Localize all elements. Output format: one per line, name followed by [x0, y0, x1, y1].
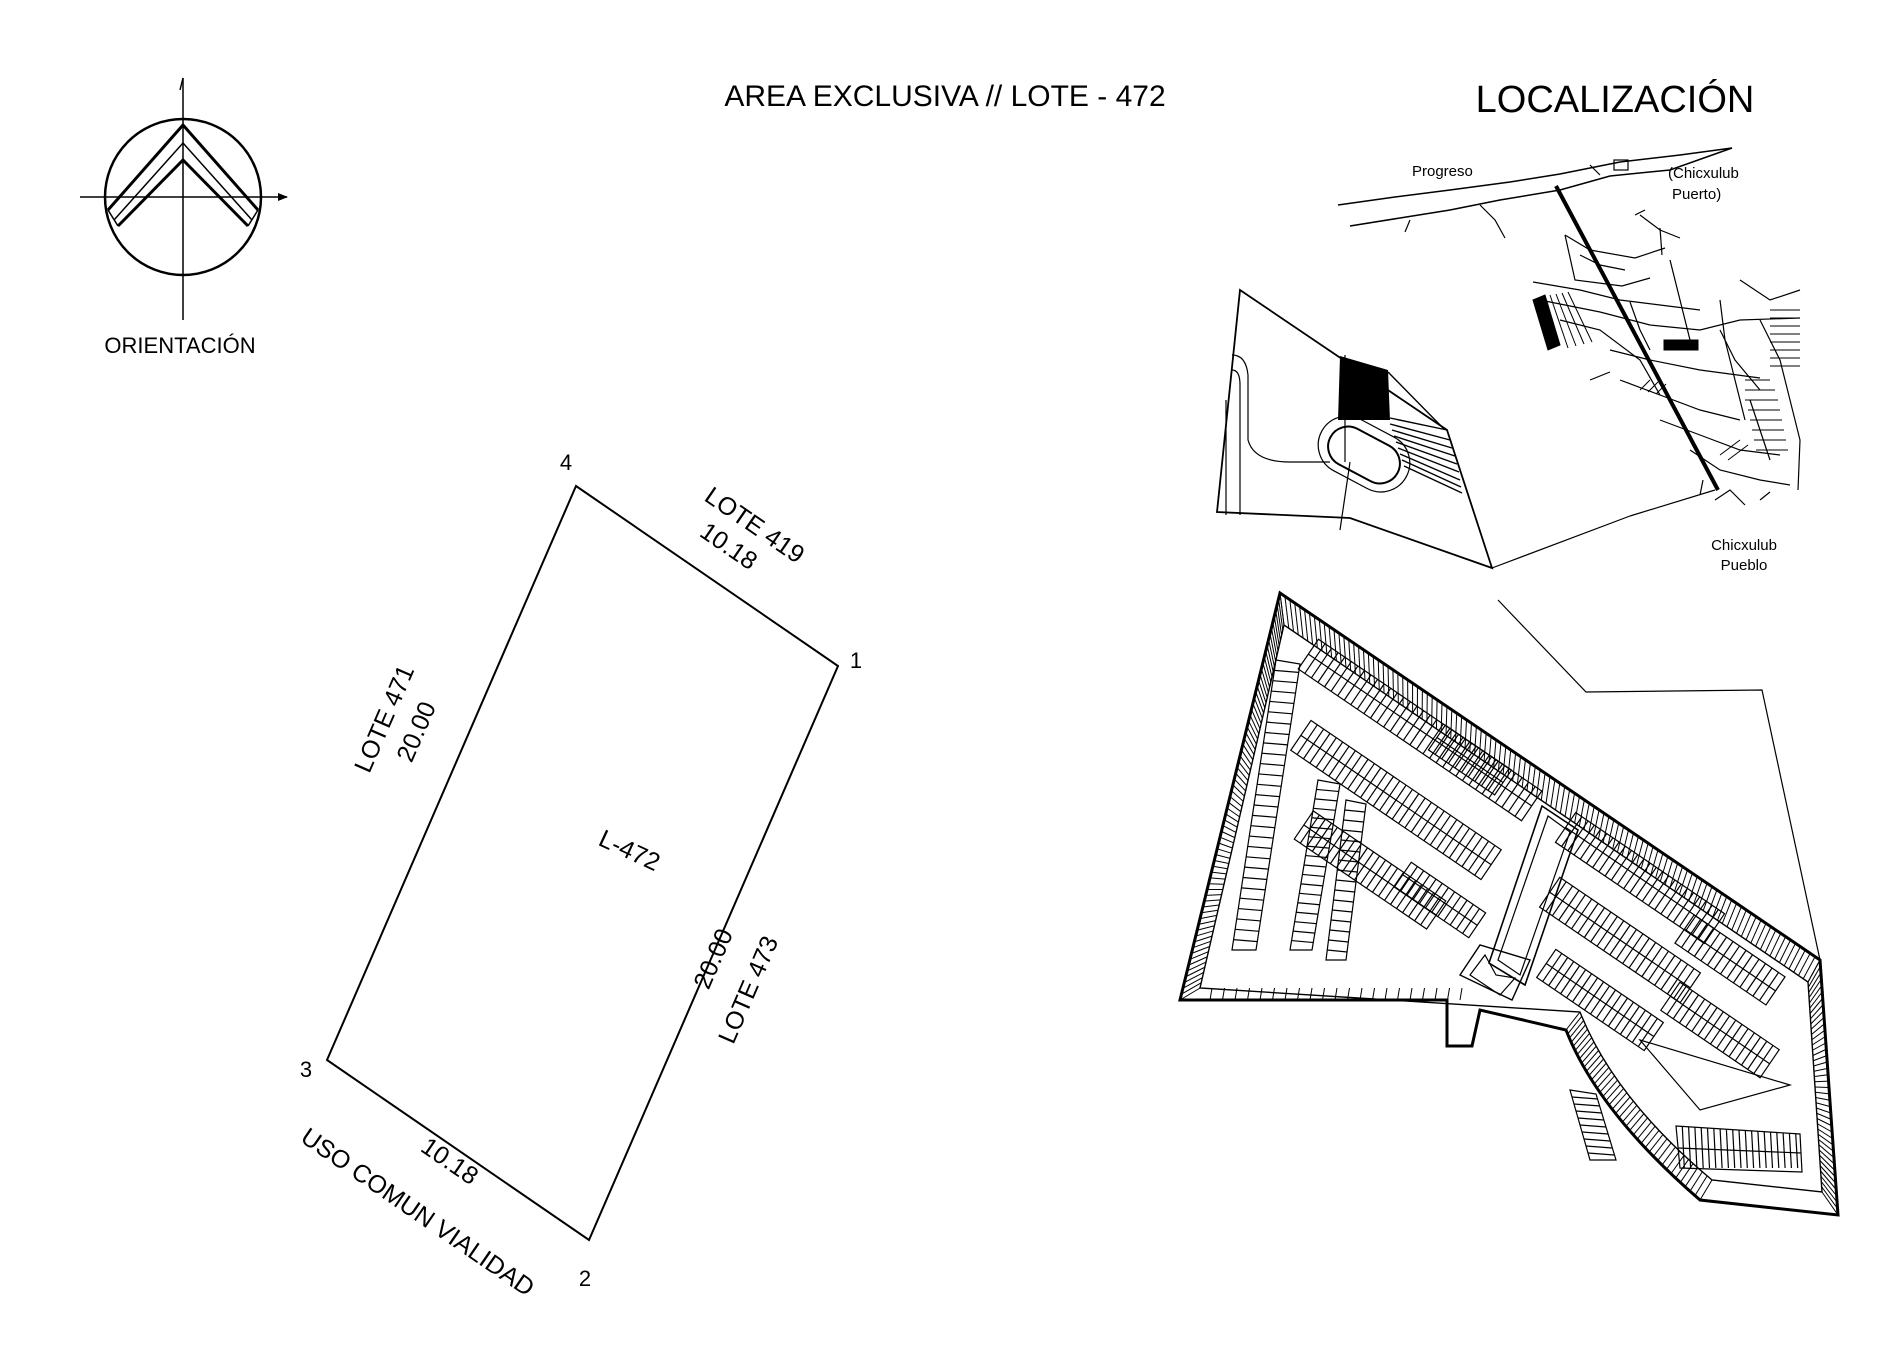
vertex-2: 2 — [579, 1266, 591, 1291]
lot-id-label: L-472 — [594, 825, 664, 877]
lot-boundary — [325, 484, 840, 1242]
perimeter-lots — [1179, 592, 1839, 1216]
place-chicxulub-puerto-1: (Chicxulub — [1668, 165, 1739, 182]
zoom-inset — [1216, 288, 1716, 570]
location-map: Progreso (Chicxulub Puerto) — [1337, 147, 1801, 574]
internal-blocks — [1231, 638, 1803, 1173]
east-length-label: 20.00 — [688, 925, 739, 994]
south-length-label: 10.18 — [416, 1132, 483, 1191]
north-arrow-icon — [80, 77, 288, 320]
vertex-3: 3 — [300, 1057, 312, 1082]
page-title: AREA EXCLUSIVA // LOTE - 472 — [724, 80, 1165, 113]
place-chicxulub-pueblo-1: Chicxulub — [1711, 537, 1777, 554]
vertex-4: 4 — [560, 450, 572, 475]
south-neighbor-label: USO COMUN VIALIDAD — [296, 1123, 540, 1303]
place-chicxulub-pueblo-2: Pueblo — [1721, 557, 1768, 574]
place-chicxulub-puerto-2: Puerto) — [1672, 186, 1721, 203]
vertex-1: 1 — [850, 648, 862, 673]
place-progreso: Progreso — [1412, 163, 1473, 180]
location-title: LOCALIZACIÓN — [1476, 78, 1755, 121]
site-plan — [1178, 590, 1840, 1217]
orientation-label: ORIENTACIÓN — [104, 333, 255, 358]
